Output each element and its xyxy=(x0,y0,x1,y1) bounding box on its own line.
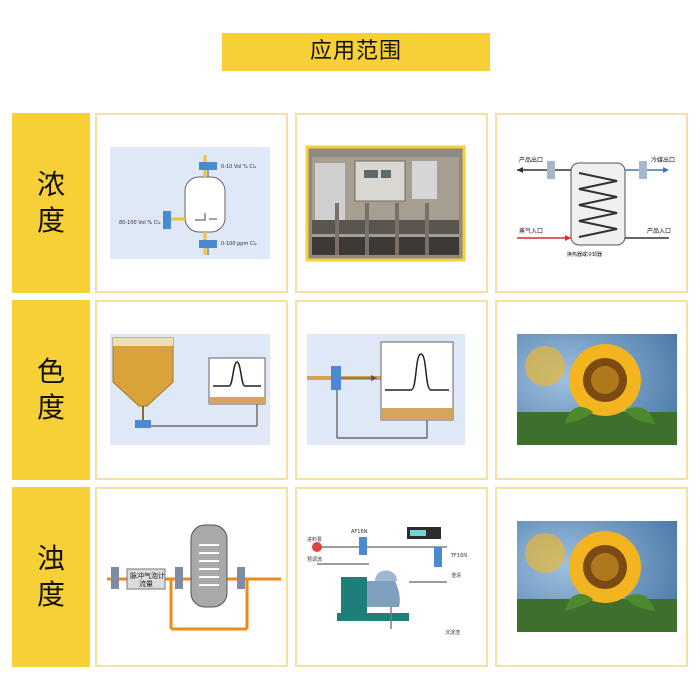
diagram-color-pipe xyxy=(295,300,488,480)
label-top-right: 0-10 Vol % Cl₂ xyxy=(221,164,256,170)
label-in-left: 80-100 Vol % Cl₂ xyxy=(119,220,161,226)
diagram-centrifuge-system: 进料泵 AF16N 预调流 TF16N 澄清 沉淀渣 xyxy=(295,487,488,667)
label-top-right: 冷媒出口 xyxy=(651,156,675,164)
row-label-top: 浓 xyxy=(36,168,65,201)
row-label-color: 色 度 xyxy=(12,300,90,480)
row-label-bottom: 度 xyxy=(36,578,65,611)
label-sludge: 沉淀渣 xyxy=(445,629,460,636)
diagram-color-hopper xyxy=(95,300,288,480)
diagram-turbidity-column: 脉冲气泡计 流量 xyxy=(95,487,288,667)
page-title: 应用范围 xyxy=(222,33,490,71)
row-label-top: 色 xyxy=(36,355,65,388)
photo-industrial-panel xyxy=(295,113,488,293)
label-pre-flow: 预调流 xyxy=(307,556,322,563)
row-label-top: 浊 xyxy=(36,542,65,575)
label-feed-pump: 进料泵 xyxy=(307,536,322,543)
diagram-heat-exchanger: 产品出口 冷媒出口 蒸气入口 产品入口 换热器或冷却器 xyxy=(495,113,688,293)
row-label-bottom: 度 xyxy=(36,204,65,237)
label-mid-right: 产品入口 xyxy=(647,227,671,235)
label-box-line1: 脉冲气泡计 xyxy=(130,571,165,580)
photo-sunflower xyxy=(495,300,688,480)
label-top-left: 产品出口 xyxy=(519,156,543,164)
label-bottom-right: 0-100 ppm Cl₂ xyxy=(221,241,257,247)
photo-sunflower-2 xyxy=(495,487,688,667)
diagram-chlorine-tank: 0-10 Vol % Cl₂ 80-100 Vol % Cl₂ 0-100 pp… xyxy=(95,113,288,293)
row-label-concentration: 浓 度 xyxy=(12,113,90,293)
label-tf16n: TF16N xyxy=(450,553,467,559)
row-label-turbidity: 浊 度 xyxy=(12,487,90,667)
label-clarify: 澄清 xyxy=(451,572,461,579)
label-box-line2: 流量 xyxy=(139,579,153,588)
label-mid-left: 蒸气入口 xyxy=(519,227,543,235)
label-bottom: 换热器或冷却器 xyxy=(567,251,602,258)
row-label-bottom: 度 xyxy=(36,391,65,424)
label-af16n: AF16N xyxy=(351,529,368,535)
